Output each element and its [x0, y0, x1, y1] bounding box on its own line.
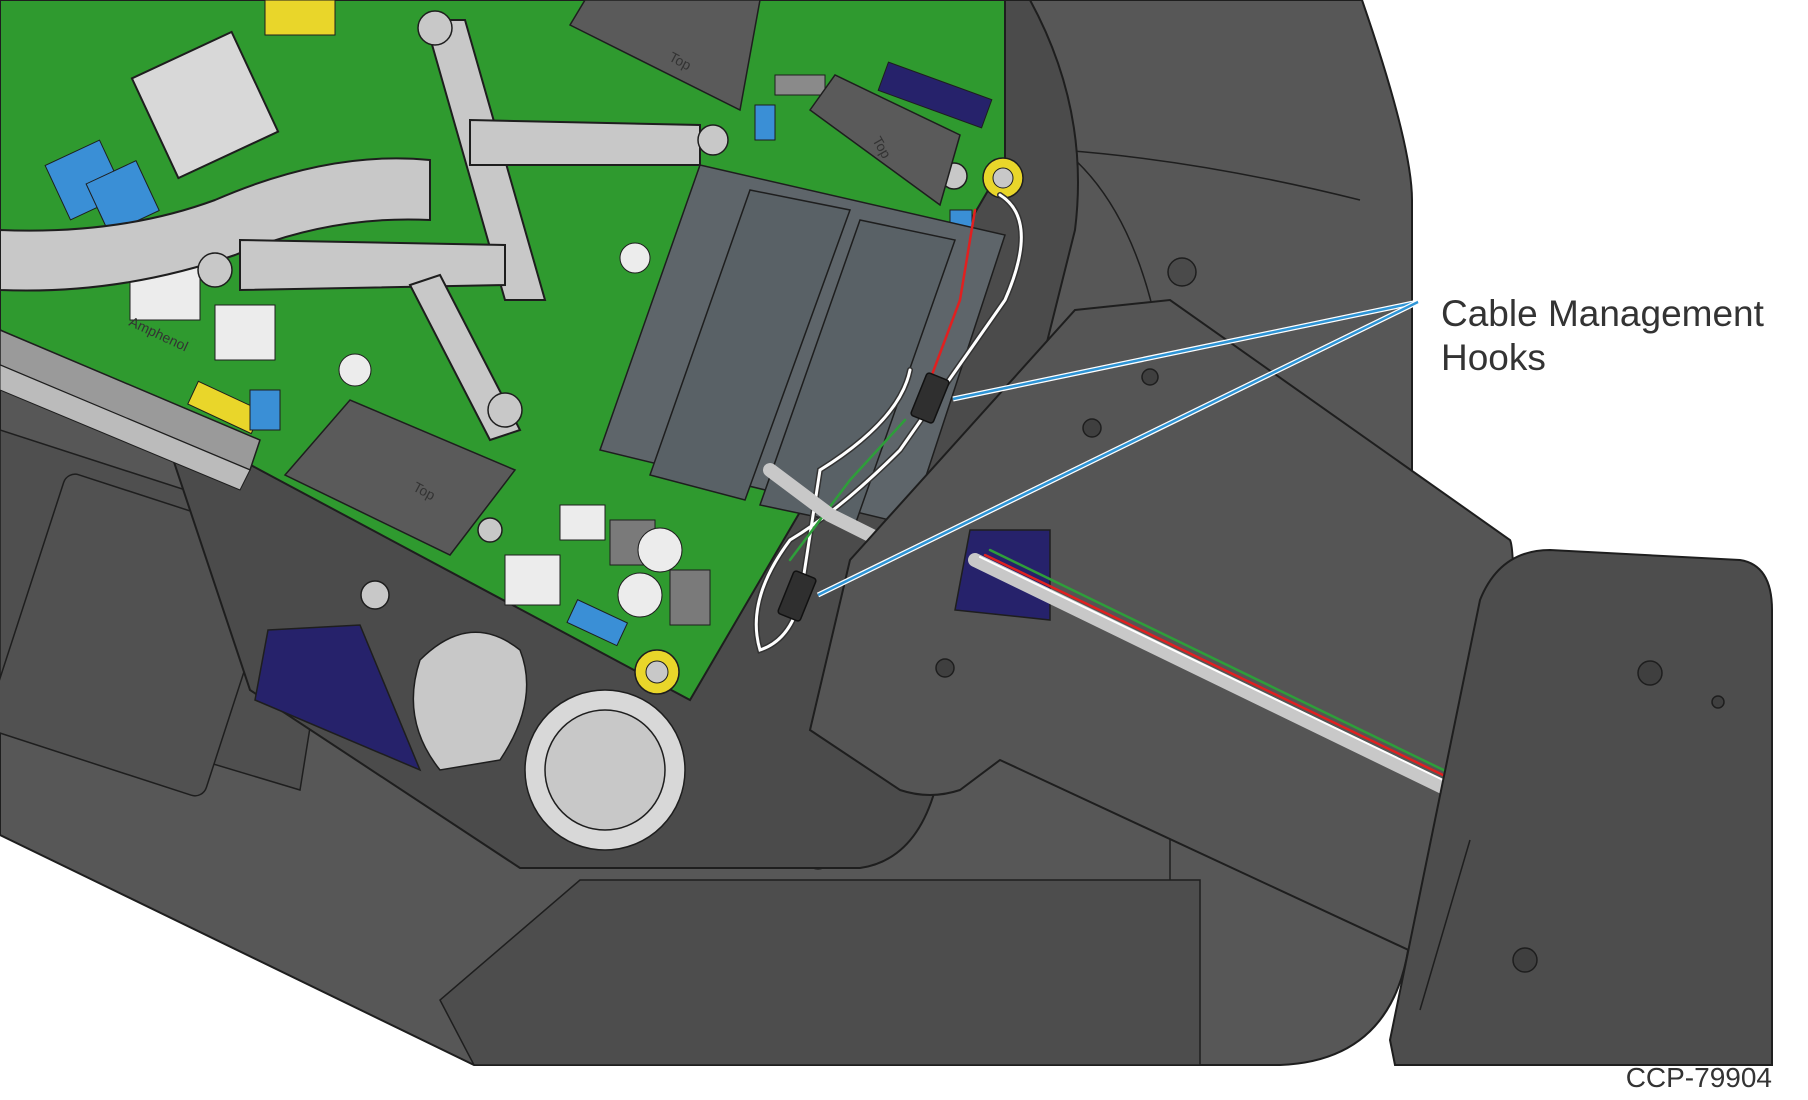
cable-hook-lower — [777, 570, 817, 622]
external-cable — [968, 548, 1497, 817]
memory-modules — [283, 0, 1006, 556]
callout-leaders — [816, 299, 1420, 598]
cable-hook-upper — [910, 372, 950, 424]
external-module — [1388, 548, 1773, 1066]
heatsink — [0, 19, 701, 442]
figure-id: CCP-79904 — [1625, 1062, 1772, 1093]
peripheral-cable — [753, 192, 1025, 654]
callout-line-1: Cable Management — [1441, 293, 1764, 334]
coin-cell-bay — [254, 624, 686, 851]
callout-line-2: Hooks — [1441, 337, 1546, 378]
board-components — [44, 0, 993, 647]
io-panel — [0, 364, 251, 491]
callout-label: Cable Management Hooks — [1441, 292, 1764, 380]
